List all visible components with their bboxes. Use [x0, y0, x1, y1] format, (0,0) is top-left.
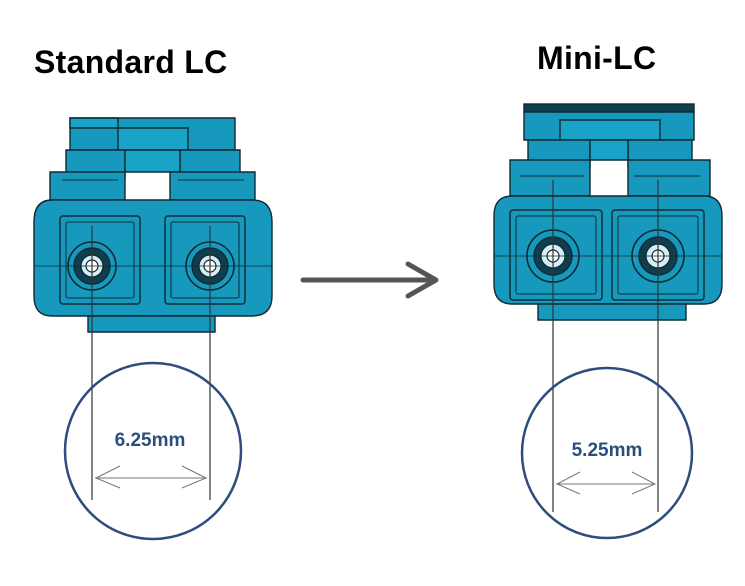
- mini-lc-magnifier-circle: [520, 366, 694, 540]
- mini-lc-connector: [493, 103, 723, 321]
- mini-lc-measurement: 5.25mm: [572, 440, 643, 461]
- standard-lc-magnifier-circle: [63, 361, 243, 541]
- standard-lc-title: Standard LC: [34, 44, 228, 80]
- arrow-right-icon: [300, 261, 439, 299]
- standard-lc-measurement: 6.25mm: [115, 430, 186, 451]
- mini-lc-dimension-lines: [552, 180, 659, 512]
- standard-lc-connector: [33, 117, 273, 333]
- mini-lc-title: Mini-LC: [537, 40, 657, 76]
- standard-lc-dimension-lines: [91, 226, 211, 500]
